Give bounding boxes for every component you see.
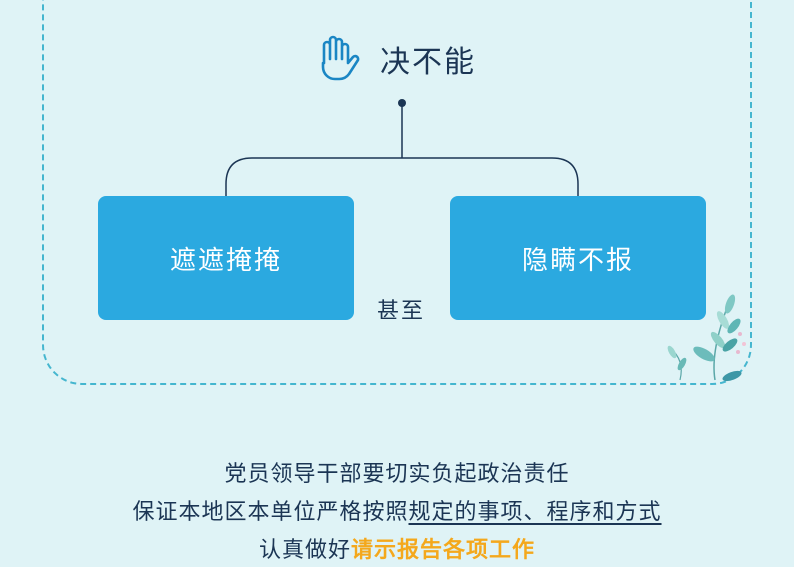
hand-stop-icon — [321, 35, 360, 81]
caption-line-3-prefix: 认真做好 — [258, 538, 351, 563]
caption-line-2-prefix: 保证本地区本单位严格按照 — [132, 500, 409, 525]
box-conceal: 遮遮掩掩 — [98, 196, 354, 320]
caption-line-3-highlight: 请示报告各项工作 — [351, 538, 536, 563]
middle-label: 甚至 — [376, 299, 425, 324]
dashed-frame — [42, 0, 752, 385]
leaf-plant-icon — [667, 294, 746, 382]
caption-line-3: 认真做好请示报告各项工作 — [0, 532, 794, 564]
box-hide-not-report: 隐瞒不报 — [450, 196, 706, 320]
heading: 决不能 — [312, 33, 476, 85]
caption-line-1: 党员领导干部要切实负起政治责任 — [224, 462, 570, 487]
heading-text: 决不能 — [380, 45, 476, 80]
caption-line-2-underlined: 规定的事项、程序和方式 — [408, 500, 662, 525]
caption-line-2: 保证本地区本单位严格按照规定的事项、程序和方式 — [0, 494, 794, 526]
